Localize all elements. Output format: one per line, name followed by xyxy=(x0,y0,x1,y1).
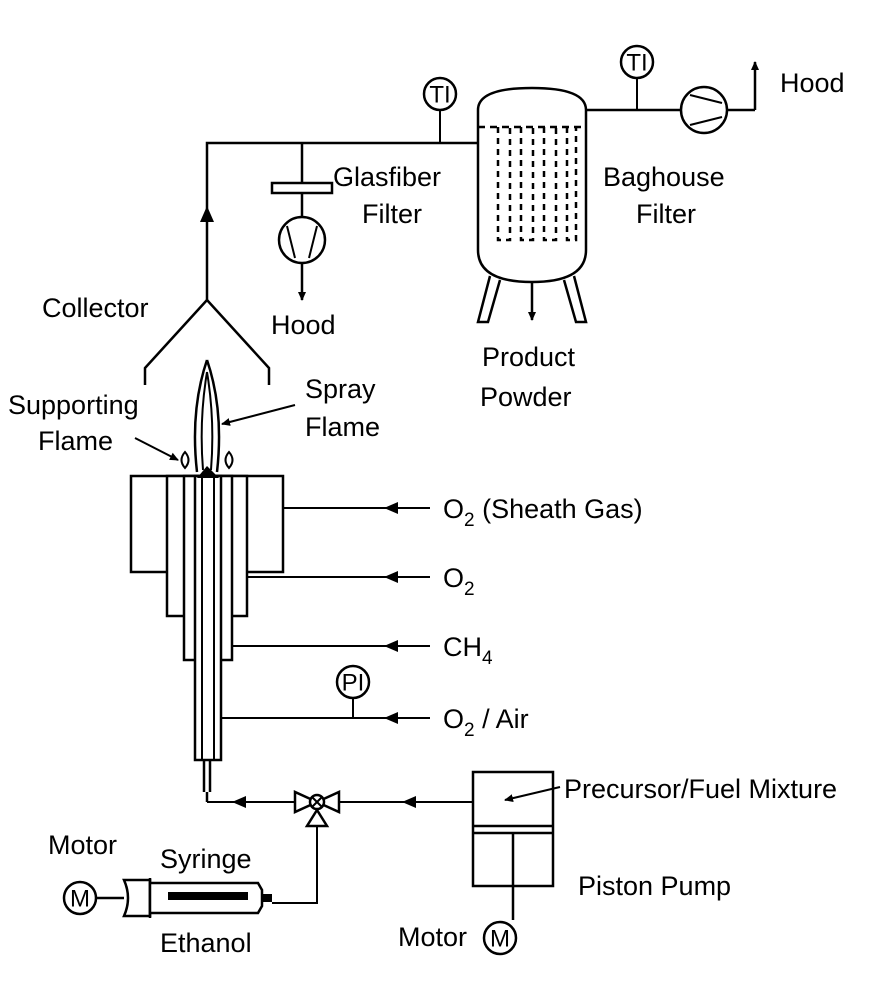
collector-hood xyxy=(143,298,271,385)
o2-air-subscript: 2 xyxy=(464,720,475,741)
liquid-feed-line xyxy=(207,790,473,904)
supporting-flame-left-icon xyxy=(180,450,190,470)
baghouse-label-line1: Baghouse xyxy=(603,162,725,192)
glasfiber-blower-icon xyxy=(277,215,327,265)
exhaust-blower-icon xyxy=(679,85,729,135)
precursor-pointer xyxy=(504,786,561,803)
piston-pump-label: Piston Pump xyxy=(578,871,731,901)
three-way-valve-icon xyxy=(293,790,341,828)
collector-label: Collector xyxy=(42,293,149,323)
product-label-line2: Powder xyxy=(480,382,572,412)
spray-flame-pointer xyxy=(221,404,296,426)
ti-gauge-left: TI xyxy=(422,76,458,143)
ethanol-label: Ethanol xyxy=(160,928,252,958)
piston-pump xyxy=(471,770,555,920)
o2-air-rest: / Air xyxy=(475,704,529,734)
sheath-gas-subscript: 2 xyxy=(464,510,475,531)
o2-label: O2 xyxy=(443,563,475,600)
supporting-flame-pointer xyxy=(134,437,179,461)
o2-air-label: O2 / Air xyxy=(443,704,529,741)
o2-o: O xyxy=(443,563,464,593)
glasfiber-label-line2: Filter xyxy=(362,199,422,229)
spray-flame xyxy=(193,359,221,473)
precursor-label: Precursor/Fuel Mixture xyxy=(564,774,837,804)
pump-motor-m: M xyxy=(490,926,510,953)
syringe-motor-m: M xyxy=(70,886,90,913)
hood-label-mid: Hood xyxy=(271,310,336,340)
ti-gauge-right: TI xyxy=(619,44,655,110)
ti-label-right: TI xyxy=(626,50,647,77)
product-label-line1: Product xyxy=(482,342,576,372)
spray-flame-label-line1: Spray xyxy=(305,374,376,404)
top-piping xyxy=(200,61,759,300)
burner-assembly xyxy=(129,466,285,802)
baghouse-vessel xyxy=(476,86,588,324)
o2-air-o: O xyxy=(443,704,464,734)
supporting-flame-label-line1: Supporting xyxy=(8,390,139,420)
flow-arrow-up xyxy=(200,206,214,222)
syringe-label: Syringe xyxy=(160,844,252,874)
glasfiber-filter-branch xyxy=(270,143,334,301)
ti-label-left: TI xyxy=(429,82,450,109)
spray-flame-label-line2: Flame xyxy=(305,412,380,442)
pi-label: PI xyxy=(342,670,365,697)
syringe-icon xyxy=(96,878,272,918)
sheath-gas-o: O xyxy=(443,494,464,524)
ch4-ch: CH xyxy=(443,632,482,662)
supporting-flame-right-icon xyxy=(224,450,234,470)
gas-feed-lines xyxy=(221,502,430,724)
motor-label-left: Motor xyxy=(48,830,117,860)
o2-subscript: 2 xyxy=(464,579,475,600)
baghouse-label-line2: Filter xyxy=(636,199,696,229)
sheath-gas-label: O2 (Sheath Gas) xyxy=(443,494,643,531)
hood-label-top: Hood xyxy=(780,68,845,98)
ch4-subscript: 4 xyxy=(482,648,493,669)
sheath-gas-rest: (Sheath Gas) xyxy=(475,494,643,524)
syringe-motor-icon: M xyxy=(62,880,98,916)
ch4-label: CH4 xyxy=(443,632,493,669)
pump-motor-icon: M xyxy=(482,920,518,956)
supporting-flame-label-line2: Flame xyxy=(38,426,113,456)
glasfiber-label-line1: Glasfiber xyxy=(333,162,441,192)
pi-gauge: PI xyxy=(335,664,371,718)
filter-bags xyxy=(496,127,578,242)
motor-label-bottom: Motor xyxy=(398,922,467,952)
